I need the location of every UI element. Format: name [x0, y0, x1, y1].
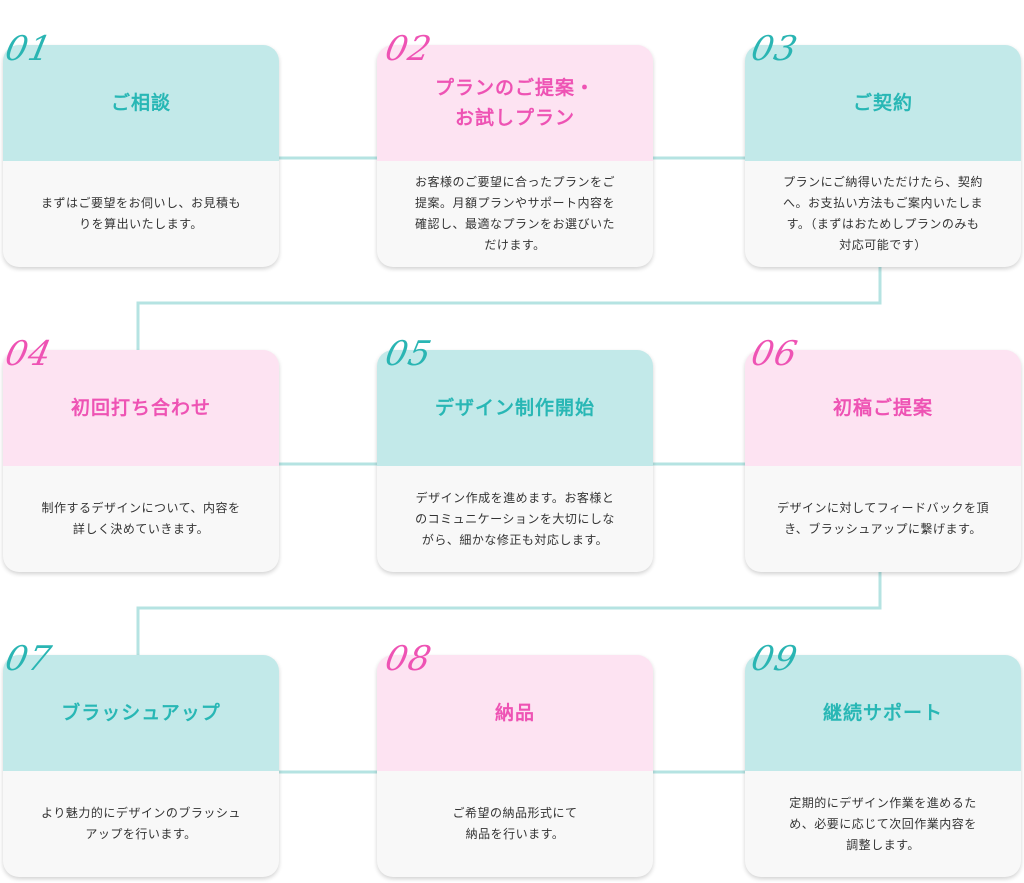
- step-description: ご希望の納品形式にて 納品を行います。: [452, 806, 578, 841]
- step-title: デザイン制作開始: [434, 397, 595, 419]
- step-description: デザイン作成を進めます。お客様と のコミュニケーションを大切にしな がら、細かな…: [415, 490, 615, 547]
- step-card-07: ブラッシュアップ より魅力的にデザインのブラッシュ アップを行います。: [3, 655, 279, 877]
- step-card-06: 初稿ご提案 デザインに対してフィードバックを頂 き、ブラッシュアップに繋げます。: [745, 350, 1021, 572]
- step-body: まずはご要望をお伺いし、お見積も りを算出いたします。: [3, 161, 279, 267]
- step-header: デザイン制作開始: [377, 350, 653, 466]
- step-card-03: ご契約 プランにご納得いただけたら、契約 へ。お支払い方法もご案内いたしま す。…: [745, 45, 1021, 267]
- step-title: ご契約: [852, 92, 913, 114]
- step-title: ブラッシュアップ: [61, 702, 221, 724]
- step-body: 制作するデザインについて、内容を 詳しく決めていきます。: [3, 466, 279, 572]
- step-number-07: 07: [1, 639, 56, 679]
- step-body: プランにご納得いただけたら、契約 へ。お支払い方法もご案内いたしま す。（まずは…: [745, 161, 1021, 267]
- step-description: 制作するデザインについて、内容を 詳しく決めていきます。: [41, 501, 241, 536]
- step-card-09: 継続サポート 定期的にデザイン作業を進めるた め、必要に応じて次回作業内容を 調…: [745, 655, 1021, 877]
- step-title: ご相談: [110, 92, 171, 114]
- step-card-05: デザイン制作開始 デザイン作成を進めます。お客様と のコミュニケーションを大切に…: [377, 350, 653, 572]
- step-body: より魅力的にデザインのブラッシュ アップを行います。: [3, 771, 279, 877]
- step-header: 初稿ご提案: [745, 350, 1021, 466]
- step-description: より魅力的にデザインのブラッシュ アップを行います。: [41, 806, 241, 841]
- step-header: 初回打ち合わせ: [3, 350, 279, 466]
- step-body: お客様のご要望に合ったプランをご 提案。月額プランやサポート内容を 確認し、最適…: [377, 161, 653, 267]
- step-body: デザイン作成を進めます。お客様と のコミュニケーションを大切にしな がら、細かな…: [377, 466, 653, 572]
- step-description: お客様のご要望に合ったプランをご 提案。月額プランやサポート内容を 確認し、最適…: [414, 175, 615, 252]
- step-header: 継続サポート: [745, 655, 1021, 771]
- step-number-01: 01: [1, 29, 56, 69]
- step-number-09: 09: [747, 639, 802, 679]
- step-body: 定期的にデザイン作業を進めるた め、必要に応じて次回作業内容を 調整します。: [745, 771, 1021, 877]
- step-description: プランにご納得いただけたら、契約 へ。お支払い方法もご案内いたしま す。（まずは…: [782, 175, 983, 252]
- connector-06-07: [136, 572, 882, 656]
- step-title: 初稿ご提案: [832, 397, 933, 419]
- step-card-04: 初回打ち合わせ 制作するデザインについて、内容を 詳しく決めていきます。: [3, 350, 279, 572]
- step-body: ご希望の納品形式にて 納品を行います。: [377, 771, 653, 877]
- step-number-08: 08: [381, 639, 436, 679]
- connector-03-04: [136, 267, 882, 351]
- step-title: プランのご提案・ お試しプラン: [434, 77, 595, 129]
- step-title: 継続サポート: [822, 702, 943, 724]
- step-title: 初回打ち合わせ: [70, 397, 211, 419]
- step-header: ご契約: [745, 45, 1021, 161]
- step-card-08: 納品 ご希望の納品形式にて 納品を行います。: [377, 655, 653, 877]
- step-header: プランのご提案・ お試しプラン: [377, 45, 653, 161]
- step-description: まずはご要望をお伺いし、お見積も りを算出いたします。: [40, 196, 241, 231]
- step-card-02: プランのご提案・ お試しプラン お客様のご要望に合ったプランをご 提案。月額プラ…: [377, 45, 653, 267]
- step-header: ご相談: [3, 45, 279, 161]
- step-card-01: ご相談 まずはご要望をお伺いし、お見積も りを算出いたします。: [3, 45, 279, 267]
- step-number-04: 04: [1, 334, 56, 374]
- step-number-06: 06: [747, 334, 802, 374]
- step-header: ブラッシュアップ: [3, 655, 279, 771]
- step-description: 定期的にデザイン作業を進めるた め、必要に応じて次回作業内容を 調整します。: [789, 795, 977, 852]
- step-header: 納品: [377, 655, 653, 771]
- step-body: デザインに対してフィードバックを頂 き、ブラッシュアップに繋げます。: [745, 466, 1021, 572]
- step-number-02: 02: [381, 29, 436, 69]
- step-description: デザインに対してフィードバックを頂 き、ブラッシュアップに繋げます。: [777, 501, 989, 536]
- step-title: 納品: [494, 702, 535, 724]
- step-number-05: 05: [381, 334, 436, 374]
- step-number-03: 03: [747, 29, 802, 69]
